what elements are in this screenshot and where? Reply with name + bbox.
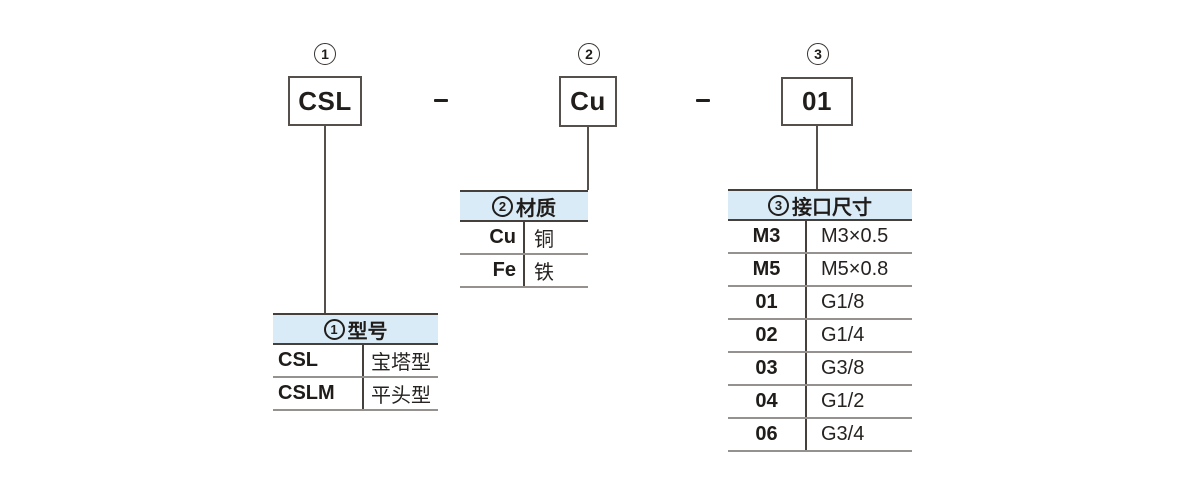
port-thread-spec: G1/2 [805, 386, 912, 417]
table-row: CSL 宝塔型 [273, 345, 438, 378]
separator-dash-icon [696, 99, 710, 102]
table-row: 02 G1/4 [728, 320, 912, 353]
port-code: 02 [755, 324, 778, 346]
port-size-table-title: 接口尺寸 [792, 196, 872, 219]
table-row: M3 M3×0.5 [728, 221, 912, 254]
model-type-table: 1 型号 CSL 宝塔型 CSLM 平头型 [273, 313, 438, 411]
port-thread-spec: G1/8 [805, 287, 912, 318]
port-code: 04 [755, 390, 778, 412]
material-code: Fe [492, 259, 516, 281]
table-row: 01 G1/8 [728, 287, 912, 320]
separator-dash-icon [434, 99, 448, 102]
segment-2-code-box: Cu [559, 76, 617, 127]
port-code: 03 [755, 357, 778, 379]
model-code: CSLM [278, 382, 335, 404]
connector-line-segment-3 [816, 125, 818, 189]
circled-3-icon: 3 [768, 194, 789, 216]
connector-line-segment-2 [587, 126, 589, 190]
port-size-table-header: 3 接口尺寸 [728, 189, 912, 221]
circled-1-icon: 1 [323, 318, 345, 340]
port-thread-spec: M5×0.8 [805, 254, 912, 285]
port-thread-spec: M3×0.5 [805, 221, 912, 252]
table-row: CSLM 平头型 [273, 378, 438, 411]
segment-3-code-box: 01 [781, 77, 853, 126]
table-row: M5 M5×0.8 [728, 254, 912, 287]
port-code: M5 [752, 258, 781, 280]
port-code: 01 [755, 291, 778, 313]
table-row: 04 G1/2 [728, 386, 912, 419]
port-thread-spec: G1/4 [805, 320, 912, 351]
material-table-title: 材质 [516, 197, 556, 220]
material-code: Cu [489, 226, 516, 248]
table-row: Fe 铁 [460, 255, 588, 288]
model-description: 宝塔型 [362, 345, 438, 376]
port-thread-spec: G3/8 [805, 353, 912, 384]
material-description: 铜 [523, 222, 588, 253]
table-row: Cu 铜 [460, 222, 588, 255]
model-code: CSL [278, 349, 318, 371]
segment-1-code-box: CSL [288, 76, 362, 126]
port-size-table: 3 接口尺寸 M3 M3×0.5 M5 M5×0.8 01 G1/8 02 G1… [728, 189, 912, 452]
material-table: 2 材质 Cu 铜 Fe 铁 [460, 190, 588, 288]
connector-line-segment-1 [324, 125, 326, 313]
material-description: 铁 [523, 255, 588, 286]
table-row: 06 G3/4 [728, 419, 912, 452]
circled-2-icon: 2 [492, 195, 513, 217]
table-row: 03 G3/8 [728, 353, 912, 386]
material-table-header: 2 材质 [460, 190, 588, 222]
port-code: 06 [755, 423, 778, 445]
port-code: M3 [752, 225, 781, 247]
segment-1-index-badge: 1 [314, 43, 336, 65]
model-description: 平头型 [362, 378, 438, 409]
port-thread-spec: G3/4 [805, 419, 912, 450]
model-type-table-header: 1 型号 [273, 313, 438, 345]
model-type-table-title: 型号 [347, 320, 388, 343]
segment-3-index-badge: 3 [807, 43, 829, 65]
segment-2-index-badge: 2 [578, 43, 600, 65]
